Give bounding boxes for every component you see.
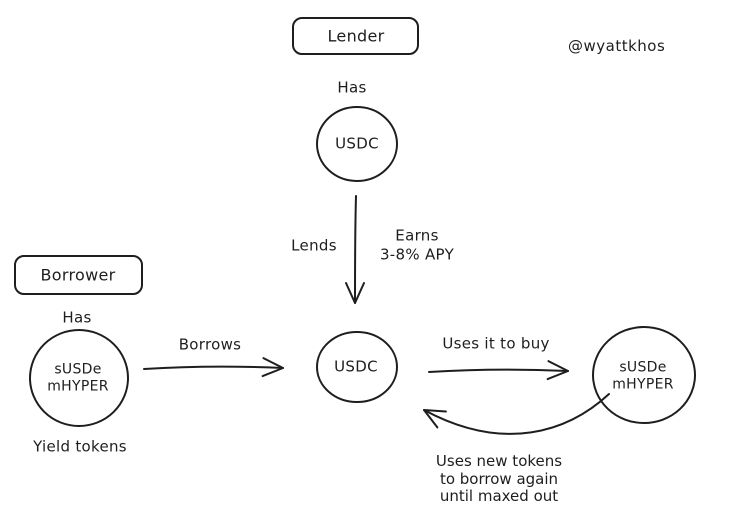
borrows-arrow bbox=[143, 357, 284, 378]
lends-arrow bbox=[345, 195, 366, 304]
borrower-has-label: Has bbox=[62, 308, 92, 327]
buy-arrow bbox=[428, 360, 569, 381]
loop-caption-line2: to borrow again bbox=[439, 469, 559, 488]
borrower-box-label: Borrower bbox=[40, 265, 116, 285]
loop-back-arrow bbox=[423, 393, 610, 435]
bought-tokens-label-line1: sUSDe bbox=[619, 359, 667, 376]
usdc-center-circle bbox=[316, 331, 398, 403]
borrower-box bbox=[14, 255, 143, 295]
loop-caption-line3: until maxed out bbox=[439, 486, 559, 505]
borrower-tokens-circle bbox=[29, 329, 129, 427]
borrower-tokens-label-line2: mHYPER bbox=[47, 378, 109, 395]
lender-box bbox=[292, 17, 419, 55]
loop-caption-line1: Uses new tokens bbox=[435, 451, 563, 470]
earns-label-line2: 3-8% APY bbox=[379, 245, 455, 264]
attribution-handle: @wyattkhos bbox=[568, 37, 666, 55]
earns-label-line1: Earns bbox=[395, 226, 439, 245]
borrows-label: Borrows bbox=[178, 335, 242, 354]
bought-tokens-label-line2: mHYPER bbox=[612, 376, 674, 393]
yield-tokens-caption: Yield tokens bbox=[33, 437, 127, 456]
lender-has-label: Has bbox=[337, 78, 367, 97]
lends-label: Lends bbox=[291, 236, 337, 255]
usdc-top-circle bbox=[316, 106, 398, 182]
borrower-tokens-label-line1: sUSDe bbox=[54, 361, 102, 378]
buy-label: Uses it to buy bbox=[442, 334, 550, 353]
lender-box-label: Lender bbox=[327, 26, 385, 46]
usdc-top-label: USDC bbox=[335, 134, 379, 153]
usdc-center-label: USDC bbox=[334, 357, 378, 376]
loop-caption: Uses new tokens to borrow again until ma… bbox=[435, 451, 563, 506]
bought-tokens-circle bbox=[592, 326, 696, 424]
